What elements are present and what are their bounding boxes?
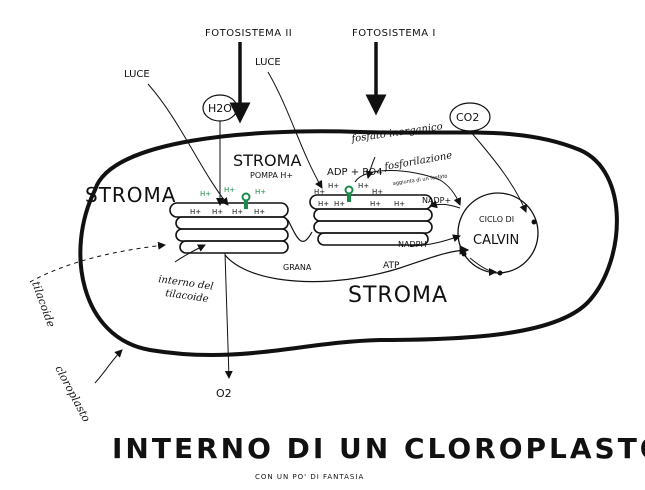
- calvin-label: CALVIN: [473, 233, 519, 248]
- proton-label: H+: [224, 186, 235, 194]
- proton-label: H+: [328, 182, 339, 190]
- granum-left: [169, 202, 289, 254]
- proton-pump-right: [344, 185, 354, 202]
- protons-left: H+ H+ H+: [200, 186, 266, 198]
- co2-label: CO2: [456, 111, 479, 124]
- stroma-center-label: STROMA: [233, 151, 301, 170]
- proton-label: H+: [314, 188, 325, 196]
- proton-label: H+: [255, 188, 266, 196]
- protons-left-inner: H+ H+ H+ H+: [190, 208, 265, 216]
- proton-label: H+: [212, 208, 223, 216]
- fosforilazione-sub-label: aggiunta di un fosfato: [392, 173, 447, 187]
- atp-path: [224, 245, 470, 283]
- calvin-node-left: [461, 251, 467, 257]
- tilacoide-pointer: [29, 241, 166, 283]
- luce-right-label: LUCE: [255, 57, 281, 68]
- page-title: INTERNO DI UN CLOROPLASTO - b: [112, 432, 645, 465]
- proton-label: H+: [394, 200, 405, 208]
- co2-arrow: [469, 130, 528, 213]
- luce-left-arrow: [147, 83, 229, 206]
- page-subtitle: CON UN PO' DI FANTASIA: [255, 473, 364, 481]
- proton-label: H+: [232, 208, 243, 216]
- fosforilazione-label: fosforilazione: [383, 150, 453, 173]
- proton-label: H+: [334, 200, 345, 208]
- cloroplasto-label: cloroplasto: [52, 363, 93, 424]
- proton-label: H+: [358, 182, 369, 190]
- luce-left-label: LUCE: [124, 69, 150, 80]
- tilacoide-label: tilacoide: [29, 280, 58, 330]
- nadp-plus-label: NADP+: [422, 196, 451, 205]
- chloroplast-membrane: [78, 129, 619, 358]
- nadph-label: NADPH: [398, 240, 426, 249]
- calvin-node-bottom: [497, 270, 503, 276]
- nadph-arrow: [409, 234, 461, 247]
- fotosistema-1-label: FOTOSISTEMA I: [352, 28, 436, 39]
- protons-right: H+ H+ H+ H+: [314, 182, 383, 196]
- atp-label: ATP: [383, 261, 400, 271]
- adp-label: ADP + PO4: [327, 167, 383, 178]
- stroma-left-label: STROMA: [85, 183, 177, 207]
- o2-arrow: [224, 252, 233, 379]
- proton-label: H+: [200, 190, 211, 198]
- cloroplasto-pointer: [94, 349, 123, 384]
- proton-label: H+: [370, 200, 381, 208]
- nadp-plus-arrow: [429, 200, 461, 209]
- protons-right-inner: H+ H+ H+ H+: [318, 200, 405, 208]
- h2o-label: H2O: [208, 102, 232, 115]
- o2-label: O2: [216, 387, 232, 400]
- proton-pump-left: [241, 192, 251, 209]
- proton-label: H+: [372, 188, 383, 196]
- luce-right-arrow: [267, 71, 323, 189]
- interno-pointer: [174, 244, 206, 263]
- fotosistema-2-label: FOTOSISTEMA II: [205, 28, 292, 39]
- fosfato-label: fosfato inorganico: [350, 121, 443, 145]
- grana-label: GRANA: [283, 263, 312, 272]
- fosfato-arrow: [365, 156, 376, 179]
- stroma-bottom-label: STROMA: [348, 283, 448, 308]
- pompa-label: POMPA H+: [250, 171, 293, 180]
- stroma-lamella: [287, 219, 313, 242]
- proton-label: H+: [190, 208, 201, 216]
- granum-right: [309, 194, 433, 246]
- proton-label: H+: [318, 200, 329, 208]
- calvin-output-arrow: [469, 257, 497, 276]
- proton-label: H+: [254, 208, 265, 216]
- calvin-node-right: [531, 219, 537, 225]
- ciclo-label: CICLO DI: [479, 215, 514, 224]
